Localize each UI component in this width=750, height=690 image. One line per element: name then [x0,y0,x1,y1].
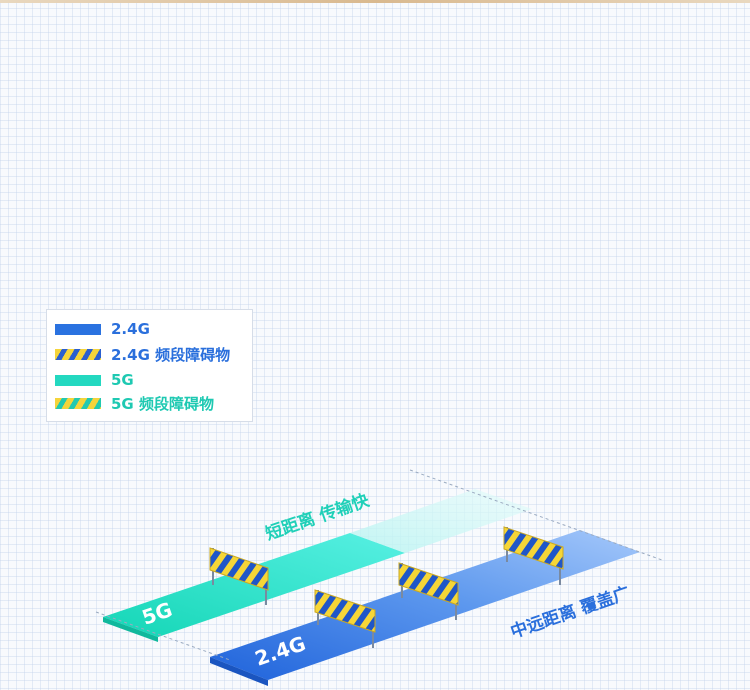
legend-item-2.4g: 2.4G [55,319,150,339]
band-5g-fade [350,489,532,553]
legend-swatch-5g-obstacle [55,397,101,409]
band-2.4g-side [210,657,268,686]
top-border-strip [0,0,750,3]
guide-line [409,469,663,561]
band-2.4g-caption: 中远距离 覆盖广 [508,582,633,643]
legend-item-2.4g-obstacle: 2.4G 频段障碍物 [55,344,230,364]
legend-item-5g: 5G [55,370,134,390]
legend-swatch-2.4g [55,323,101,335]
legend-label: 2.4G 频段障碍物 [111,345,231,364]
legend: 2.4G 2.4G 频段障碍物 5G 5G 频段障碍物 [46,309,253,422]
legend-label: 5G [111,371,134,389]
legend-swatch-5g [55,374,101,386]
legend-label: 5G 频段障碍物 [111,394,214,413]
legend-item-5g-obstacle: 5G 频段障碍物 [55,393,214,413]
barrier-2.4g-icon [314,589,376,648]
barrier-2.4g-icon [398,562,459,620]
band-2.4g-top [210,530,640,680]
barrier-5g-icon [209,547,269,605]
legend-swatch-2.4g-obstacle [55,348,101,360]
band-2.4g [210,530,640,686]
legend-label: 2.4G [111,320,150,338]
barrier-2.4g-icon [503,526,564,585]
band-5g-side [103,617,158,642]
